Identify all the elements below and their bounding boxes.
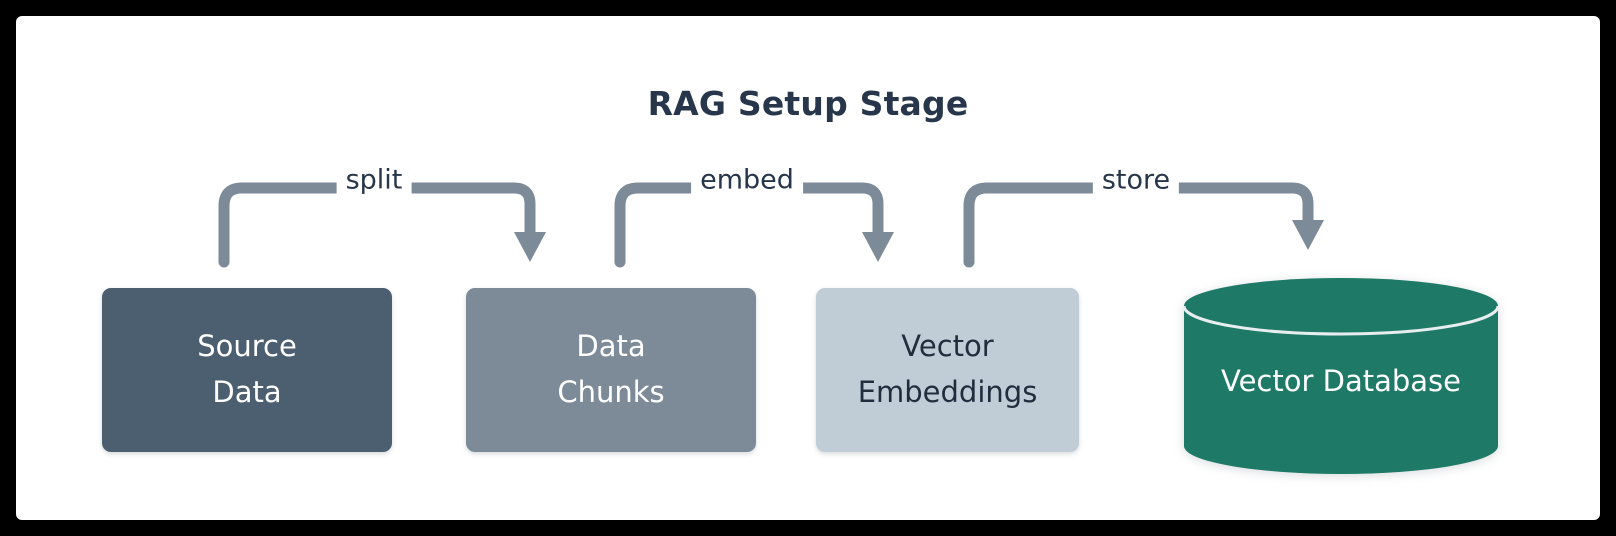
edge-path-split: [218, 182, 536, 268]
edge-path-embed: [614, 182, 884, 268]
node-data-chunks-line-1: Data: [576, 329, 646, 364]
edge-arrowhead-embed: [862, 232, 894, 262]
edge-label-store: store: [1092, 164, 1180, 196]
edge-label-split: split: [336, 164, 412, 196]
edge-label-embed: embed: [691, 164, 803, 196]
cylinder-shape: [1184, 278, 1498, 474]
node-source-data-line-1: Source: [197, 329, 297, 364]
edge-path-store: [963, 182, 1314, 268]
node-data-chunks[interactable]: Data Chunks: [466, 288, 756, 452]
node-vector-embeddings-line-1: Vector: [901, 329, 994, 364]
edge-arrowhead-store: [1292, 220, 1324, 250]
diagram-canvas: RAG Setup Stage split embed store Source…: [16, 16, 1600, 520]
node-vector-database-label: Vector Database: [1220, 364, 1461, 398]
node-vector-embeddings-line-2: Embeddings: [857, 375, 1038, 409]
node-vector-embeddings[interactable]: Vector Embeddings: [816, 288, 1079, 452]
node-data-chunks-line-2: Chunks: [557, 375, 665, 409]
diagram-title: RAG Setup Stage: [647, 84, 969, 123]
node-source-data[interactable]: Source Data: [102, 288, 392, 452]
edge-arrowhead-split: [514, 232, 546, 262]
node-vector-database[interactable]: Vector Database: [1184, 278, 1498, 474]
node-source-data-line-2: Data: [212, 375, 282, 409]
